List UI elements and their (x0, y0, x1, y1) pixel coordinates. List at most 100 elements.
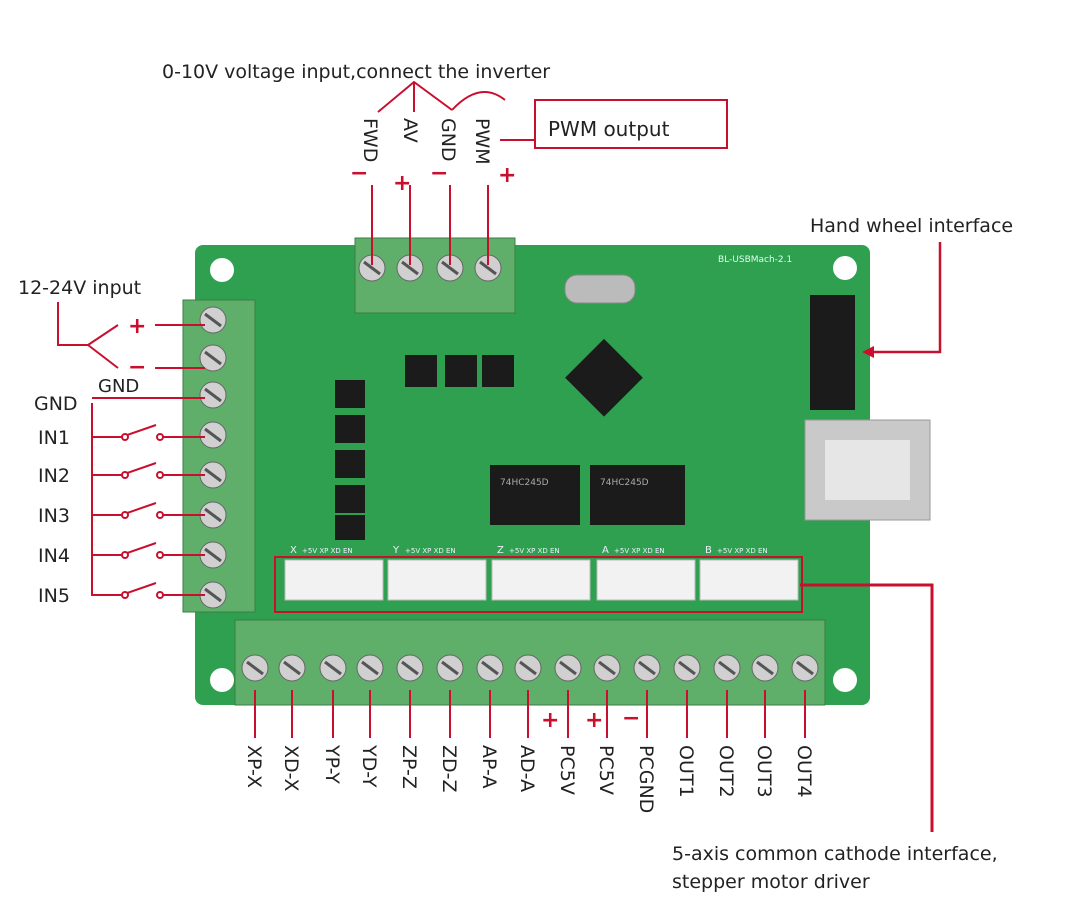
switch-contact (121, 591, 129, 599)
input-label-in2: IN2 (38, 465, 70, 487)
pin-av: AV (399, 118, 421, 143)
axis-headers (284, 559, 799, 601)
svg-text:+5V XP XD EN: +5V XP XD EN (509, 547, 560, 555)
pin-label-ap-a: AP-A (478, 745, 500, 788)
pin-pwm: PWM (471, 118, 493, 165)
pwm-output-box (534, 99, 728, 149)
screw-icon (476, 654, 504, 682)
pin-label-yd-y: YD-Y (358, 744, 380, 788)
screw-icon (358, 254, 386, 282)
hand-wheel-wire (868, 242, 942, 354)
switch-icon (126, 424, 157, 436)
screw-icon (751, 654, 779, 682)
screw-icon (713, 654, 741, 682)
svg-text:+5V XP XD EN: +5V XP XD EN (302, 547, 353, 555)
screw-icon (791, 654, 819, 682)
power-wires (57, 302, 205, 369)
buffer-chip-2-label: 74HC245D (600, 478, 649, 488)
power-label: 12-24V input (18, 277, 141, 299)
sign-av: + (393, 171, 411, 196)
pin-label-yp-y: YP-Y (321, 744, 343, 784)
sign-fwd: − (350, 161, 368, 186)
pin-label-out1: OUT1 (675, 745, 697, 798)
input-label-in1: IN1 (38, 427, 70, 449)
screw-icon (241, 654, 269, 682)
input-label-in3: IN3 (38, 505, 70, 527)
screw-icon (199, 344, 227, 372)
switch-icon (126, 462, 157, 474)
top-wires (371, 80, 535, 265)
screw-icon (356, 654, 384, 682)
screw-icon (436, 654, 464, 682)
screw-icon (633, 654, 661, 682)
svg-text:A: A (602, 545, 609, 556)
sign-gnd: − (430, 161, 448, 186)
svg-text:B: B (705, 545, 712, 556)
switch-contact (121, 433, 129, 441)
input-label-in4: IN4 (38, 545, 70, 567)
board-model: BL-USBMach-2.1 (718, 255, 792, 265)
svg-text:X: X (290, 545, 297, 556)
buffer-chip-1-label: 74HC245D (500, 478, 549, 488)
screw-icon (593, 654, 621, 682)
hand-wheel-header (810, 295, 855, 410)
switch-contact (121, 511, 129, 519)
sign-pwm: + (498, 163, 516, 188)
mcu-chip (565, 338, 643, 417)
pin-label-pc5v: PC5V (595, 745, 617, 795)
switch-contact (156, 551, 164, 559)
pin-label-xd-x: XD-X (280, 745, 302, 792)
cathode-note-line2: stepper motor driver (672, 871, 870, 893)
svg-text:Z: Z (497, 545, 504, 556)
inverter-title: 0-10V voltage input,connect the inverter (162, 61, 550, 83)
usb-port-inner (825, 440, 910, 500)
cathode-note-line1: 5-axis common cathode interface, (672, 843, 998, 865)
switch-icon (126, 582, 157, 594)
switch-icon (126, 502, 157, 514)
screw-icon (199, 501, 227, 529)
svg-text:+5V XP XD EN: +5V XP XD EN (717, 547, 768, 555)
switch-contact (156, 471, 164, 479)
pin-label-zp-z: ZP-Z (398, 745, 420, 789)
sign-pcgnd: − (622, 706, 640, 731)
power-plus: + (128, 314, 146, 339)
switch-contact (156, 511, 164, 519)
pin-label-out3: OUT3 (753, 745, 775, 798)
cathode-wire (800, 583, 934, 832)
pin-fwd: FWD (359, 118, 381, 162)
svg-text:+5V XP XD EN: +5V XP XD EN (405, 547, 456, 555)
input-label-in5: IN5 (38, 585, 70, 607)
screw-icon (278, 654, 306, 682)
svg-text:Y: Y (392, 545, 400, 556)
axis-header-labels: X +5V XP XD EN Y +5V XP XD EN Z +5V XP XD E… (290, 545, 768, 556)
screw-icon (199, 381, 227, 409)
buffer-chip-2 (590, 465, 685, 525)
pin-label-pc5v: PC5V (556, 745, 578, 795)
screw-icon (396, 654, 424, 682)
hand-wheel-label: Hand wheel interface (810, 215, 1013, 237)
switch-contact (156, 433, 164, 441)
switch-contact (121, 551, 129, 559)
screw-icon (396, 254, 424, 282)
screw-icon (554, 654, 582, 682)
screw-icon (199, 306, 227, 334)
pin-gnd: GND (437, 118, 459, 162)
power-minus: − (128, 355, 146, 380)
svg-text:+5V XP XD EN: +5V XP XD EN (614, 547, 665, 555)
sign-pc5v-1: + (541, 708, 559, 733)
screw-icon (436, 254, 464, 282)
switch-icon (126, 542, 157, 554)
screw-icon (199, 581, 227, 609)
screw-icon (673, 654, 701, 682)
pin-label-out2: OUT2 (715, 745, 737, 798)
pin-label-pcgnd: PCGND (635, 745, 657, 813)
crystal (564, 274, 636, 304)
screw-icon (474, 254, 502, 282)
sign-pc5v-2: + (585, 708, 603, 733)
arrow-icon (862, 346, 874, 358)
pin-label-xp-x: XP-X (243, 745, 265, 788)
pin-label-ad-a: AD-A (516, 745, 538, 792)
